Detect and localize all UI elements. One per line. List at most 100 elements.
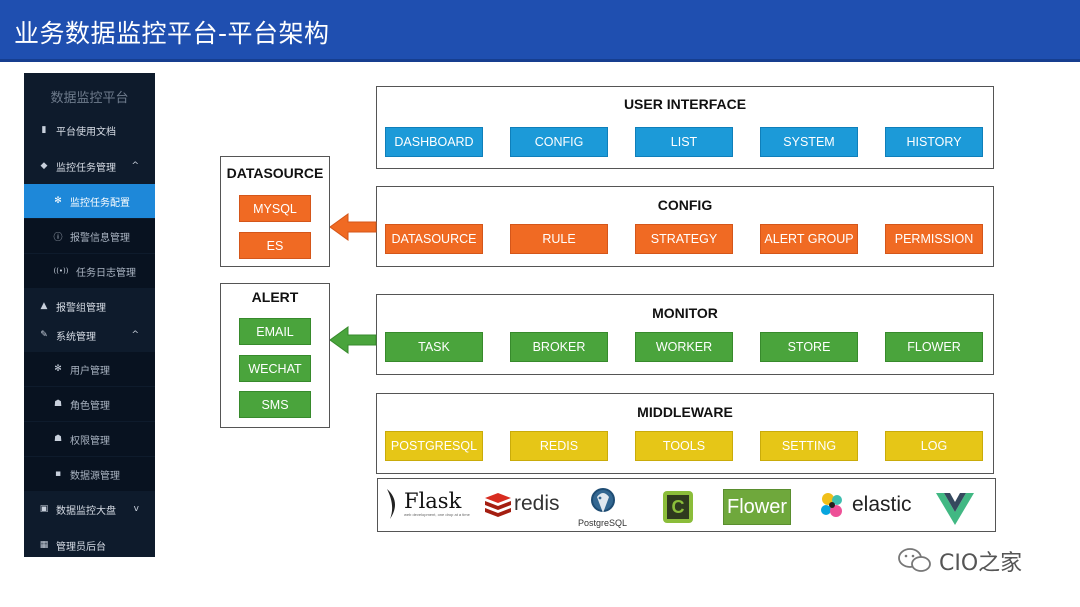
- layer-config: CONFIG DATASOURCE RULE STRATEGY ALERT GR…: [376, 186, 994, 267]
- sidebar-item-docs[interactable]: ▮ 平台使用文档: [24, 113, 155, 147]
- middleware-setting: SETTING: [760, 431, 858, 461]
- sidebar-item-roles[interactable]: ☗ 角色管理: [24, 387, 155, 421]
- ui-dashboard: DASHBOARD: [385, 127, 483, 157]
- ui-list: LIST: [635, 127, 733, 157]
- alert-sms: SMS: [239, 391, 311, 418]
- sidebar-item-label: 用户管理: [70, 365, 110, 377]
- sidebar-item-task-mgmt[interactable]: ◆ 监控任务管理 ^: [24, 149, 155, 183]
- middleware-tools: TOOLS: [635, 431, 733, 461]
- monitor-store: STORE: [760, 332, 858, 362]
- middleware-postgresql: POSTGRESQL: [385, 431, 483, 461]
- chevron-down-icon: v: [133, 504, 139, 514]
- monitor-task: TASK: [385, 332, 483, 362]
- sidebar-item-alert-info[interactable]: ⓘ 报警信息管理: [24, 219, 155, 253]
- datasource-box: DATASOURCE MYSQL ES: [220, 156, 330, 267]
- sidebar-item-label: 数据监控大盘: [56, 505, 116, 517]
- chevron-up-icon: ^: [131, 161, 139, 171]
- celery-logo: C: [663, 491, 693, 523]
- postgres-logo: PostgreSQL: [578, 487, 627, 528]
- wechat-icon: [898, 548, 931, 572]
- vue-icon: [936, 493, 974, 525]
- sidebar-item-datasources[interactable]: ▪ 数据源管理: [24, 457, 155, 491]
- elastic-logo: elastic: [818, 491, 912, 519]
- datasource-mysql: MYSQL: [239, 195, 311, 222]
- flask-text: Flask: [404, 489, 462, 513]
- flask-logo: Flask web development, one drop at a tim…: [384, 487, 470, 521]
- lock-icon: ▪: [54, 469, 62, 479]
- layer-title: USER INTERFACE: [623, 96, 747, 112]
- users-icon: ☗: [53, 434, 63, 444]
- arrow-config-to-datasource: [330, 213, 377, 241]
- alert-title: ALERT: [251, 289, 299, 305]
- gear-icon: ✻: [54, 364, 62, 374]
- grid-icon: ▦: [39, 540, 49, 550]
- sidebar-item-label: 系统管理: [56, 331, 96, 343]
- middleware-log: LOG: [885, 431, 983, 461]
- sidebar-item-label: 角色管理: [70, 400, 110, 412]
- sidebar: 数据监控平台 ▮ 平台使用文档 ◆ 监控任务管理 ^ ✻ 监控任务配置 ⓘ 报警…: [24, 73, 155, 557]
- redis-logo: redis: [484, 491, 560, 517]
- monitor-flower: FLOWER: [885, 332, 983, 362]
- layer-title: MIDDLEWARE: [637, 404, 733, 420]
- ui-config: CONFIG: [510, 127, 608, 157]
- sidebar-item-label: 任务日志管理: [76, 267, 136, 279]
- sidebar-item-system[interactable]: ✎ 系统管理 ^: [24, 318, 155, 352]
- sidebar-item-alert-group[interactable]: ▲ 报警组管理: [24, 289, 155, 323]
- celery-letter: C: [667, 495, 689, 519]
- postgres-text: PostgreSQL: [578, 518, 628, 528]
- vue-logo: [936, 493, 974, 525]
- sidebar-item-dashboard[interactable]: ▣ 数据监控大盘 v: [24, 492, 155, 526]
- config-alert-group: ALERT GROUP: [760, 224, 858, 254]
- sidebar-item-label: 监控任务配置: [70, 197, 130, 209]
- layer-title: CONFIG: [657, 197, 713, 213]
- wrench-icon: ✎: [40, 330, 48, 340]
- sidebar-item-label: 平台使用文档: [56, 126, 116, 138]
- sidebar-item-task-log[interactable]: ((•)) 任务日志管理: [24, 254, 155, 288]
- users-icon: ☗: [53, 399, 63, 409]
- celery-badge: C: [663, 491, 693, 523]
- sidebar-item-label: 监控任务管理: [56, 162, 116, 174]
- sidebar-item-label: 报警信息管理: [70, 232, 130, 244]
- watermark: CIO之家: [897, 545, 1022, 577]
- redis-cube-icon: [485, 493, 511, 517]
- elephant-icon: [590, 488, 615, 513]
- monitor-worker: WORKER: [635, 332, 733, 362]
- alert-wechat: WECHAT: [239, 355, 311, 382]
- sidebar-item-admin[interactable]: ▦ 管理员后台: [24, 528, 155, 562]
- page-title: 业务数据监控平台-平台架构: [14, 19, 330, 48]
- sidebar-item-label: 报警组管理: [56, 302, 106, 314]
- datasource-es: ES: [239, 232, 311, 259]
- elastic-icon: [821, 493, 842, 517]
- sidebar-item-task-config[interactable]: ✻ 监控任务配置: [24, 184, 155, 218]
- layer-title: MONITOR: [652, 305, 718, 321]
- chevron-up-icon: ^: [131, 330, 139, 340]
- elastic-text: elastic: [852, 493, 912, 516]
- flask-tagline: web development, one drop at a time: [404, 512, 470, 517]
- datasource-title: DATASOURCE: [226, 165, 324, 181]
- sidebar-item-label: 数据源管理: [70, 470, 120, 482]
- config-rule: RULE: [510, 224, 608, 254]
- title-bar: 业务数据监控平台-平台架构: [0, 0, 1080, 62]
- sidebar-item-users[interactable]: ✻ 用户管理: [24, 352, 155, 386]
- layers-icon: ◆: [40, 161, 48, 171]
- sidebar-item-label: 权限管理: [70, 435, 110, 447]
- config-permission: PERMISSION: [885, 224, 983, 254]
- signal-icon: ((•)): [53, 267, 69, 275]
- ui-system: SYSTEM: [760, 127, 858, 157]
- redis-text: redis: [514, 492, 560, 515]
- sidebar-item-permissions[interactable]: ☗ 权限管理: [24, 422, 155, 456]
- bell-icon: ▲: [40, 301, 48, 311]
- alert-email: EMAIL: [239, 318, 311, 345]
- alert-box: ALERT EMAIL WECHAT SMS: [220, 283, 330, 428]
- config-strategy: STRATEGY: [635, 224, 733, 254]
- book-icon: ▮: [41, 125, 47, 135]
- ui-history: HISTORY: [885, 127, 983, 157]
- flask-horn-icon: [387, 489, 396, 519]
- watermark-text: CIO之家: [939, 551, 1023, 576]
- middleware-redis: REDIS: [510, 431, 608, 461]
- sidebar-item-label: 管理员后台: [56, 541, 106, 553]
- monitor-broker: BROKER: [510, 332, 608, 362]
- arrow-monitor-to-alert: [330, 326, 377, 354]
- gear-icon: ✻: [54, 196, 62, 206]
- flower-text: Flower: [726, 495, 787, 518]
